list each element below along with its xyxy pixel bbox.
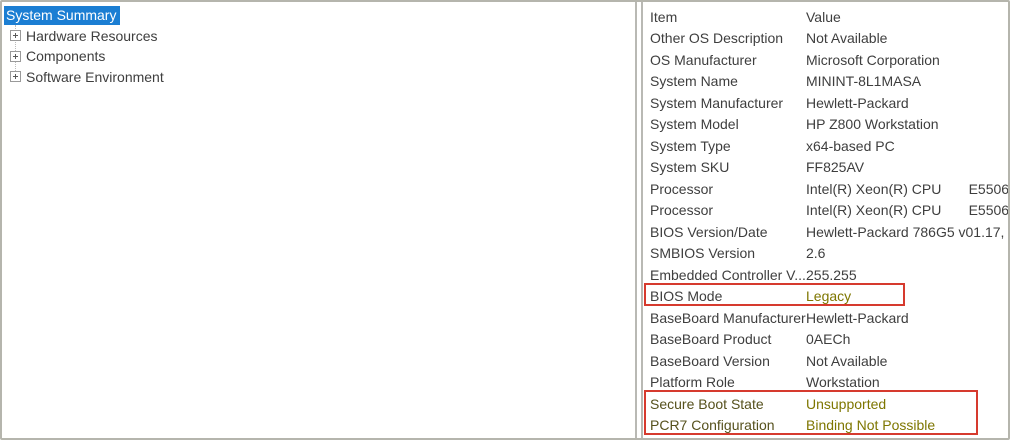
table-row[interactable]: Other OS Description Not Available: [643, 28, 1008, 50]
value-cell: x64-based PC: [806, 137, 895, 154]
item-cell: OS Manufacturer: [650, 51, 757, 68]
item-cell: System Type: [650, 137, 731, 154]
table-row[interactable]: System Manufacturer Hewlett-Packard: [643, 92, 1008, 114]
table-row[interactable]: Platform Role Workstation: [643, 372, 1008, 394]
item-cell: Secure Boot State: [650, 395, 764, 412]
tree-item-system-summary[interactable]: System Summary: [4, 5, 635, 26]
table-row[interactable]: System Type x64-based PC: [643, 135, 1008, 157]
expand-plus-icon[interactable]: [10, 71, 21, 83]
tree-item-label: System Summary: [4, 5, 121, 25]
value-cell: 0AECh: [806, 331, 851, 348]
item-cell: PCR7 Configuration: [650, 417, 775, 434]
expand-plus-icon[interactable]: [10, 50, 21, 62]
details-header-row: Item Value: [643, 6, 1008, 28]
table-row[interactable]: Processor Intel(R) Xeon(R) CPU E5506: [643, 178, 1008, 200]
pane-splitter[interactable]: [637, 2, 641, 438]
tree-item-software-environment[interactable]: Software Environment: [4, 67, 635, 88]
table-row[interactable]: BIOS Version/Date Hewlett-Packard 786G5 v…: [643, 221, 1008, 243]
table-row[interactable]: System Name MININT-8L1MASA: [643, 71, 1008, 93]
value-cell: Hewlett-Packard 786G5 v01.17, 8/: [806, 223, 1008, 240]
value-cell: Workstation: [806, 374, 880, 391]
table-row[interactable]: BaseBoard Version Not Available: [643, 350, 1008, 372]
column-header-item[interactable]: Item: [650, 8, 678, 25]
table-row[interactable]: BaseBoard Product 0AECh: [643, 329, 1008, 351]
expand-plus-icon[interactable]: [10, 30, 21, 42]
tree-item-label: Components: [26, 48, 106, 65]
value-cell: Microsoft Corporation: [806, 51, 940, 68]
value-cell: Not Available: [806, 352, 888, 369]
table-row[interactable]: PCR7 Configuration Binding Not Possible: [643, 415, 1008, 437]
value-cell: Intel(R) Xeon(R) CPU E5506: [806, 202, 1008, 219]
value-cell: Intel(R) Xeon(R) CPU E5506: [806, 180, 1008, 197]
value-cell: Unsupported: [806, 395, 887, 412]
table-row[interactable]: Secure Boot State Unsupported: [643, 393, 1008, 415]
item-cell: BaseBoard Product: [650, 331, 772, 348]
item-cell: Processor: [650, 202, 714, 219]
tree-item-hardware-resources[interactable]: Hardware Resources: [4, 26, 635, 47]
item-cell: Processor: [650, 180, 714, 197]
item-cell: BaseBoard Manufacturer: [650, 309, 806, 326]
table-row[interactable]: Processor Intel(R) Xeon(R) CPU E5506: [643, 200, 1008, 222]
item-cell: BIOS Mode: [650, 288, 723, 305]
item-cell: System SKU: [650, 159, 730, 176]
item-cell: BaseBoard Version: [650, 352, 770, 369]
value-cell: HP Z800 Workstation: [806, 116, 939, 133]
tree-item-label: Software Environment: [26, 68, 164, 85]
tree-item-label: Hardware Resources: [26, 27, 158, 44]
table-row[interactable]: System SKU FF825AV: [643, 157, 1008, 179]
table-row[interactable]: BIOS Mode Legacy: [643, 286, 1008, 308]
table-row[interactable]: SMBIOS Version 2.6: [643, 243, 1008, 265]
value-cell: Binding Not Possible: [806, 417, 936, 434]
table-row[interactable]: OS Manufacturer Microsoft Corporation: [643, 49, 1008, 71]
item-cell: System Manufacturer: [650, 94, 784, 111]
column-header-value[interactable]: Value: [806, 8, 841, 25]
item-cell: System Name: [650, 73, 738, 90]
tree-item-components[interactable]: Components: [4, 46, 635, 67]
value-cell: Not Available: [806, 30, 888, 47]
value-cell: FF825AV: [806, 159, 865, 176]
item-cell: SMBIOS Version: [650, 245, 756, 262]
value-cell: 2.6: [806, 245, 826, 262]
value-cell: 255.255: [806, 266, 857, 283]
value-cell: Legacy: [806, 288, 852, 305]
item-cell: Other OS Description: [650, 30, 784, 47]
item-cell: Platform Role: [650, 374, 735, 391]
item-cell: System Model: [650, 116, 739, 133]
value-cell: MININT-8L1MASA: [806, 73, 922, 90]
category-tree-pane: System Summary Hardware Resources Compon…: [2, 2, 637, 438]
tree-guide-line: [15, 25, 16, 73]
item-cell: Embedded Controller V...: [650, 266, 806, 283]
item-cell: BIOS Version/Date: [650, 223, 768, 240]
value-cell: Hewlett-Packard: [806, 309, 909, 326]
table-row[interactable]: System Model HP Z800 Workstation: [643, 114, 1008, 136]
table-row[interactable]: Embedded Controller V...255.255: [643, 264, 1008, 286]
value-cell: Hewlett-Packard: [806, 94, 909, 111]
